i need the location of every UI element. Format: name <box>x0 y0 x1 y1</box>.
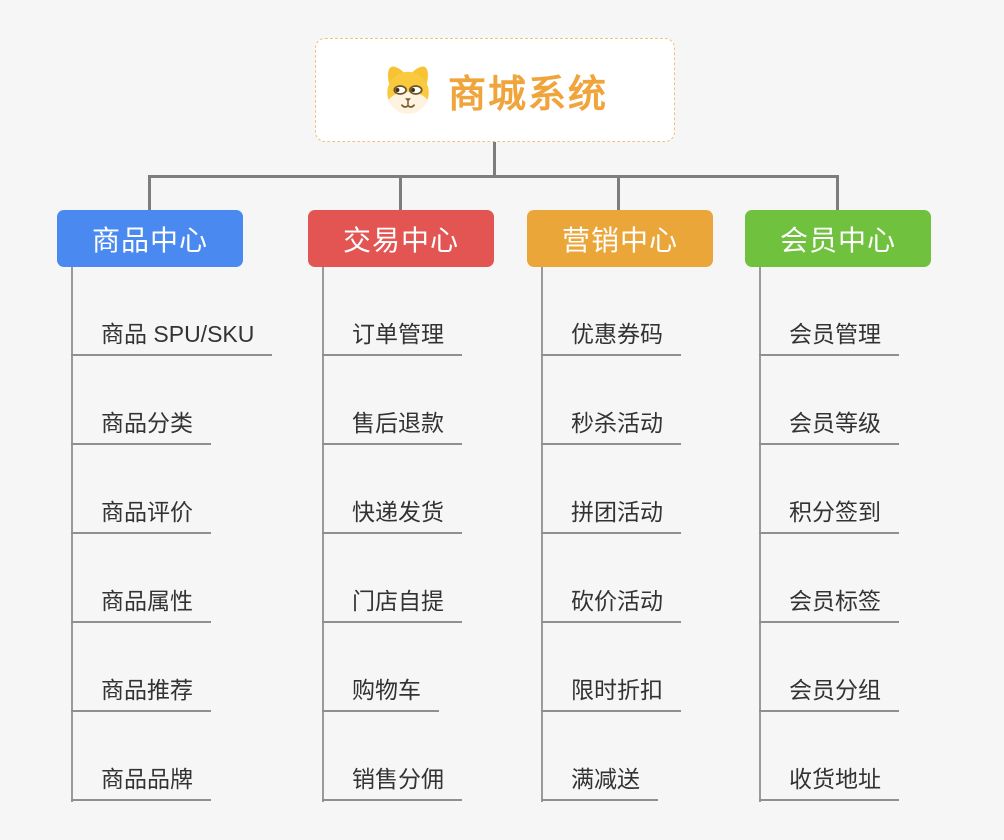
tree-item[interactable]: 售后退款 <box>322 356 462 445</box>
tree-item[interactable]: 商品品牌 <box>71 712 272 801</box>
branch-spine-trade <box>322 267 324 802</box>
tree-item[interactable]: 砍价活动 <box>541 534 681 623</box>
branch-label: 商品中心 <box>91 224 208 256</box>
root-title: 商城系统 <box>447 73 608 116</box>
branch-label: 营销中心 <box>561 224 678 256</box>
tree-item[interactable]: 满减送 <box>541 712 681 801</box>
connector-drop-trade <box>399 175 402 210</box>
tree-item[interactable]: 会员标签 <box>759 534 899 623</box>
branch-label: 会员中心 <box>779 224 896 256</box>
tree-item[interactable]: 快递发货 <box>322 445 462 534</box>
branch-header-marketing[interactable]: 营销中心 <box>527 210 713 267</box>
branch-spine-marketing <box>541 267 543 802</box>
tree-item[interactable]: 收货地址 <box>759 712 899 801</box>
items-col-trade: 订单管理 售后退款 快递发货 门店自提 购物车 销售分佣 <box>322 267 462 801</box>
root-node[interactable]: 商城系统 <box>315 38 675 142</box>
branch-header-trade[interactable]: 交易中心 <box>308 210 494 267</box>
tree-item[interactable]: 商品属性 <box>71 534 272 623</box>
items-col-marketing: 优惠券码 秒杀活动 拼团活动 砍价活动 限时折扣 满减送 <box>541 267 681 801</box>
items-col-member: 会员管理 会员等级 积分签到 会员标签 会员分组 收货地址 <box>759 267 899 801</box>
branch-label: 交易中心 <box>342 224 459 256</box>
tree-item[interactable]: 商品推荐 <box>71 623 272 712</box>
tree-item[interactable]: 订单管理 <box>322 267 462 356</box>
branch-spine-product <box>71 267 73 802</box>
connector-trunk <box>493 141 496 175</box>
tree-item[interactable]: 会员管理 <box>759 267 899 356</box>
tree-item[interactable]: 秒杀活动 <box>541 356 681 445</box>
tree-item[interactable]: 优惠券码 <box>541 267 681 356</box>
items-col-product: 商品 SPU/SKU 商品分类 商品评价 商品属性 商品推荐 商品品牌 <box>71 267 273 801</box>
tree-item[interactable]: 门店自提 <box>322 534 462 623</box>
connector-drop-product <box>148 175 151 210</box>
tree-item[interactable]: 商品 SPU/SKU <box>71 267 273 356</box>
dog-face-icon <box>382 64 434 116</box>
branch-header-product[interactable]: 商品中心 <box>57 210 243 267</box>
connector-hbar <box>148 175 839 178</box>
tree-item[interactable]: 商品分类 <box>71 356 272 445</box>
branch-spine-member <box>759 267 761 802</box>
tree-item[interactable]: 限时折扣 <box>541 623 681 712</box>
tree-item[interactable]: 购物车 <box>322 623 462 712</box>
tree-item[interactable]: 销售分佣 <box>322 712 462 801</box>
tree-item[interactable]: 会员等级 <box>759 356 899 445</box>
tree-item[interactable]: 商品评价 <box>71 445 272 534</box>
tree-item[interactable]: 积分签到 <box>759 445 899 534</box>
tree-item[interactable]: 拼团活动 <box>541 445 681 534</box>
branch-header-member[interactable]: 会员中心 <box>745 210 931 267</box>
connector-drop-member <box>836 175 839 210</box>
connector-drop-marketing <box>617 175 620 210</box>
tree-item[interactable]: 会员分组 <box>759 623 899 712</box>
